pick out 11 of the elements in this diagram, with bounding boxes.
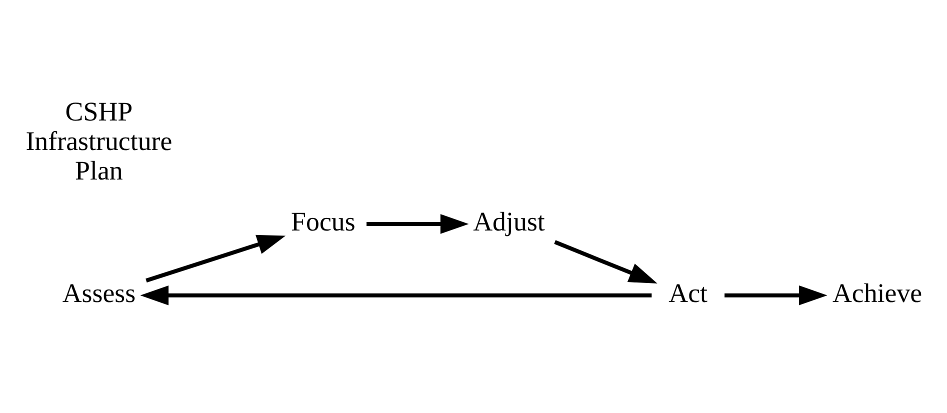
node-text: Focus — [290, 206, 355, 237]
node-text: Assess — [62, 278, 136, 308]
arrow — [140, 285, 652, 306]
node-text: Act — [668, 278, 708, 308]
arrow — [724, 285, 827, 306]
node-text: Achieve — [832, 278, 922, 308]
arrow — [554, 240, 657, 284]
label: CSHP Infrastructure Plan — [25, 96, 172, 186]
node-text: Adjust — [472, 206, 544, 237]
arrow — [145, 234, 286, 283]
arrow — [366, 214, 468, 234]
